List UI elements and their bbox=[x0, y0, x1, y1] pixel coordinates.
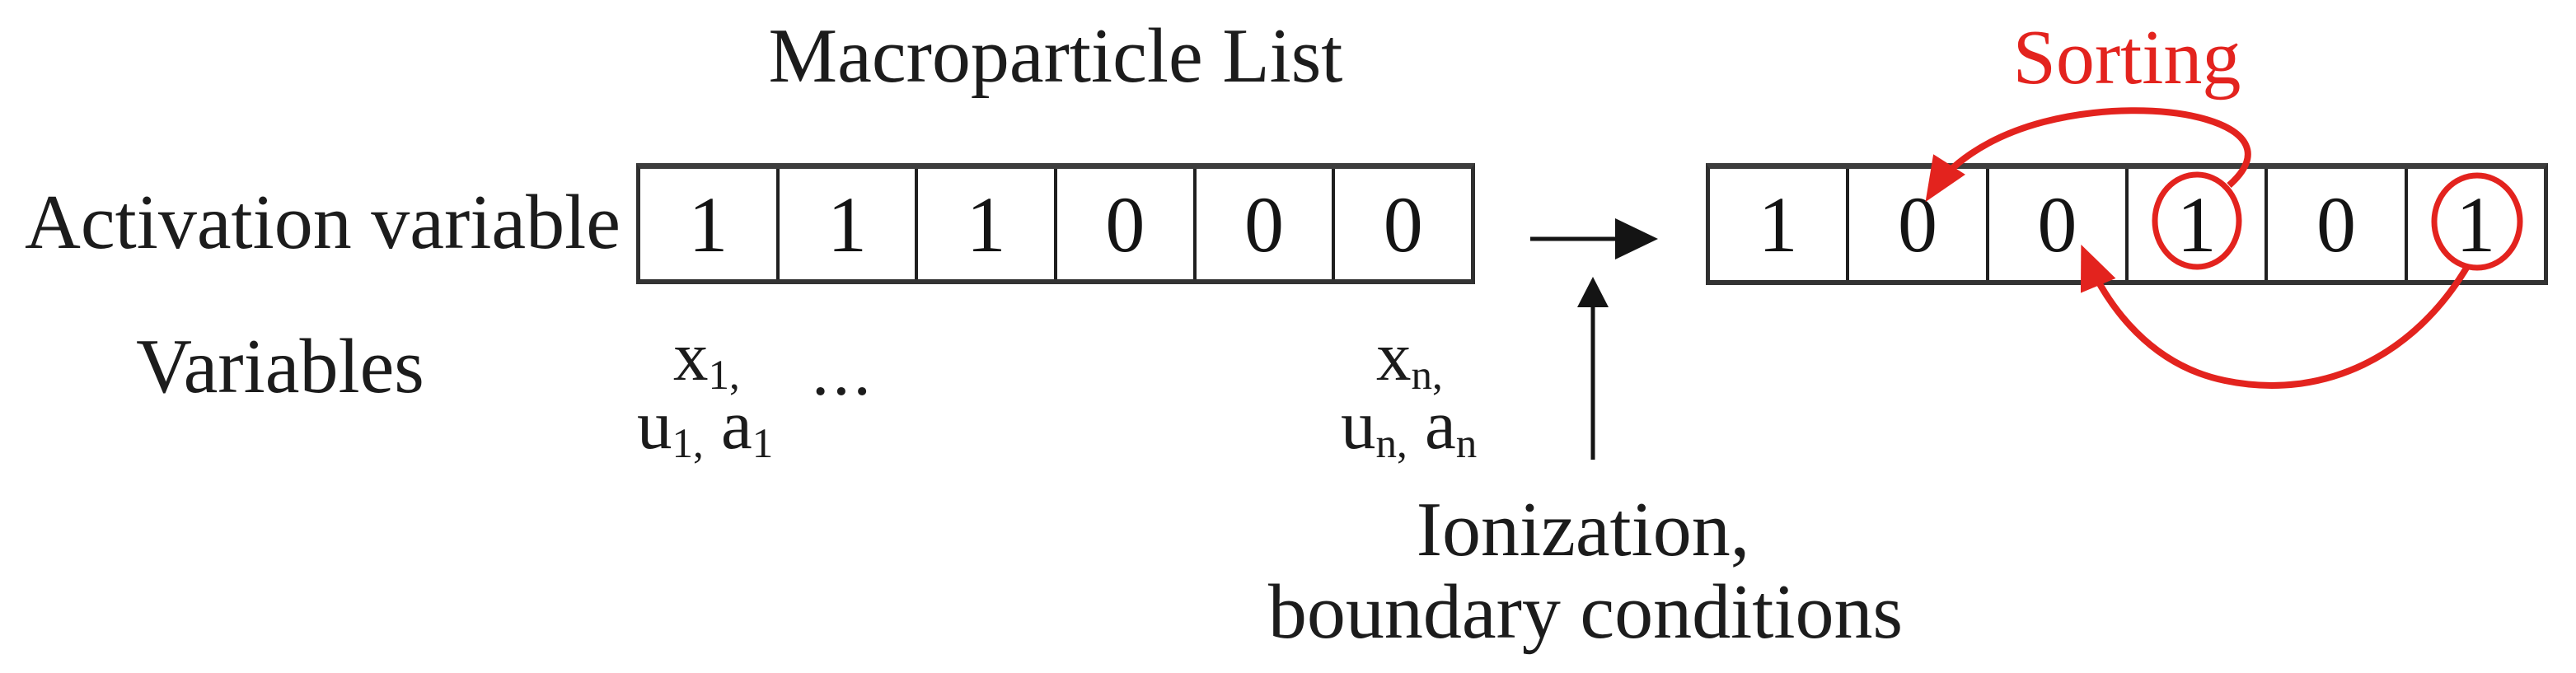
var-u-subscript: n, bbox=[1375, 421, 1407, 468]
unsorted-cell-2: 1 bbox=[780, 169, 919, 279]
cell-value: 0 bbox=[1105, 180, 1145, 269]
unsorted-cell-4: 0 bbox=[1057, 169, 1197, 279]
cell-value: 0 bbox=[1897, 180, 1937, 269]
var-u-subscript: 1, bbox=[672, 421, 704, 468]
variables-label: Variables bbox=[136, 324, 424, 409]
first-particle-x-annotation: x1, bbox=[673, 322, 740, 397]
var-x-subscript: n, bbox=[1411, 353, 1443, 400]
unsorted-cell-6: 0 bbox=[1335, 169, 1471, 279]
cell-value: 0 bbox=[1383, 180, 1423, 269]
sorted-cell-1: 1 bbox=[1710, 169, 1850, 280]
var-a: a bbox=[703, 386, 752, 464]
var-x: x bbox=[673, 318, 709, 395]
var-u: u bbox=[637, 386, 672, 464]
sorted-cell-3: 0 bbox=[1989, 169, 2129, 280]
sorted-cell-5: 0 bbox=[2268, 169, 2408, 280]
unsorted-cell-3: 1 bbox=[918, 169, 1058, 279]
var-a-subscript: 1 bbox=[752, 421, 774, 468]
cell-value: 0 bbox=[2316, 180, 2356, 269]
unsorted-array: 1 1 1 0 0 0 bbox=[636, 163, 1475, 284]
process-caption-line2: boundary conditions bbox=[1267, 569, 1904, 655]
sorted-cell-6: 1 bbox=[2408, 169, 2544, 280]
sorted-array: 1 0 0 1 0 1 bbox=[1706, 163, 2548, 285]
cell-value: 1 bbox=[2176, 180, 2217, 269]
cell-value: 1 bbox=[2456, 180, 2496, 269]
ionization-arrow-icon bbox=[1577, 277, 1609, 460]
process-caption-line1: Ionization, bbox=[1416, 487, 1750, 573]
var-x: x bbox=[1376, 318, 1412, 395]
unsorted-cell-5: 0 bbox=[1197, 169, 1336, 279]
cell-value: 0 bbox=[1244, 180, 1285, 269]
last-particle-ua-annotation: un, an bbox=[1341, 390, 1477, 465]
var-x-subscript: 1, bbox=[708, 353, 740, 400]
cell-value: 1 bbox=[688, 180, 728, 269]
cell-value: 1 bbox=[827, 180, 867, 269]
macroparticle-list-title: Macroparticle List bbox=[768, 13, 1343, 99]
var-a: a bbox=[1407, 386, 1456, 464]
transition-arrow-icon bbox=[1530, 218, 1658, 259]
cell-value: 1 bbox=[966, 180, 1006, 269]
sorted-cell-2: 0 bbox=[1849, 169, 1989, 280]
unsorted-cell-1: 1 bbox=[640, 169, 780, 279]
var-a-subscript: n bbox=[1455, 421, 1478, 468]
first-particle-ua-annotation: u1, a1 bbox=[637, 390, 773, 465]
ellipsis: ... bbox=[812, 333, 874, 410]
last-particle-x-annotation: xn, bbox=[1376, 322, 1443, 397]
cell-value: 1 bbox=[1758, 180, 1798, 269]
sorting-title: Sorting bbox=[2012, 15, 2241, 100]
cell-value: 0 bbox=[2037, 180, 2077, 269]
var-u: u bbox=[1341, 386, 1376, 464]
sorted-cell-4: 1 bbox=[2129, 169, 2269, 280]
activation-variable-label: Activation variable bbox=[25, 180, 621, 265]
